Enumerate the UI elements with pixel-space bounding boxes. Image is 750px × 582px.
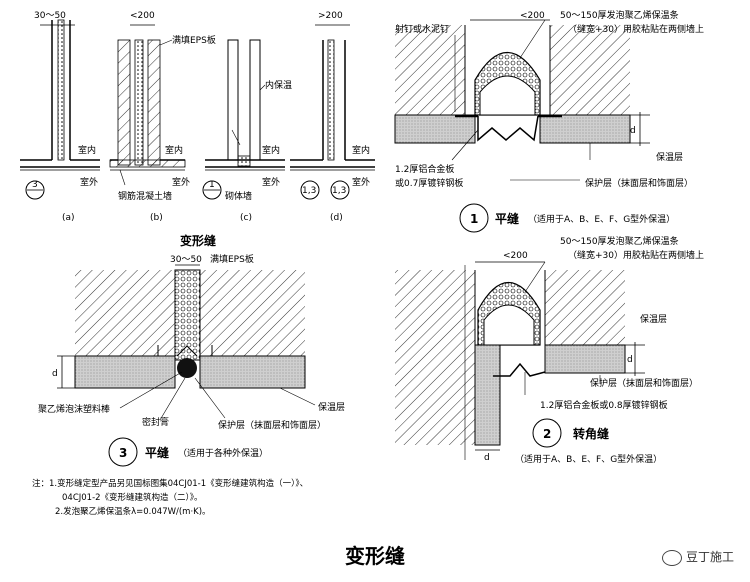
sub-a: (a) [62, 213, 75, 223]
detail-2-drawing [395, 261, 645, 460]
callout-a: 3 [32, 180, 38, 190]
detail-1-drawing [394, 19, 650, 233]
sketch-d [290, 39, 375, 200]
detail-2-d-bottom: d [484, 453, 490, 463]
detail-3-dim: 30～50 [170, 255, 202, 265]
detail-2-insul: 保温层 [640, 313, 667, 325]
detail-3-title: 平缝 [145, 445, 169, 460]
callout-d-2: 1,3 [332, 186, 346, 196]
label-outdoor-b: 室外 [172, 176, 190, 188]
label-rc-wall: 钢筋混凝土墙 [118, 190, 172, 202]
detail-2-title: 转角缝 [573, 426, 609, 441]
label-indoor-d: 室内 [352, 144, 370, 156]
wechat-icon [661, 549, 682, 566]
label-indoor-a: 室内 [78, 144, 96, 156]
dim-a: 30～50 [34, 11, 66, 21]
detail-1-num: 1 [470, 212, 478, 226]
page-caption: 变形缝 [345, 544, 405, 568]
detail-1-sheet1: 1.2厚铝合金板 [395, 163, 454, 175]
sketch-b [109, 39, 186, 171]
detail-2-strip: 50～150厚发泡聚乙烯保温条 [560, 235, 679, 247]
sub-b: (b) [150, 213, 163, 223]
sketch-c [202, 39, 285, 200]
label-outdoor-c: 室外 [262, 176, 280, 188]
top-left-title: 变形缝 [180, 233, 216, 248]
dim-d: >200 [318, 11, 343, 21]
sub-d: (d) [330, 213, 343, 223]
brand-label: 豆丁施工 [685, 550, 734, 564]
dim-b: <200 [130, 11, 155, 21]
detail-3-drawing [57, 264, 316, 467]
label-indoor-c: 室内 [262, 144, 280, 156]
detail-3-protect: 保护层（抹面层和饰面层） [218, 419, 326, 431]
label-outdoor-d: 室外 [352, 176, 370, 188]
callout-c: 1 [209, 180, 215, 190]
detail-3-note: （适用于各种外保温） [178, 447, 268, 459]
detail-3-sealant: 密封膏 [142, 416, 169, 428]
detail-2-sheet: 1.2厚铝合金板或0.8厚镀锌钢板 [540, 399, 668, 411]
detail-2-num: 2 [543, 427, 551, 441]
detail-2-dim: <200 [503, 251, 528, 261]
detail-1-nail: 射钉或水泥钉 [395, 23, 449, 35]
detail-2-strip2: （缝宽+30）用胶粘贴在两侧墙上 [568, 249, 704, 261]
note-line-2: 04CJ01-2《变形缝建筑构造（二）》。 [62, 492, 203, 503]
label-masonry-wall: 砌体墙 [225, 190, 252, 202]
detail-1-insul: 保温层 [656, 151, 683, 163]
detail-2-d: d [627, 355, 633, 365]
label-inner-insulation: 内保温 [265, 79, 292, 91]
label-indoor-b: 室内 [165, 144, 183, 156]
sub-c: (c) [240, 213, 252, 223]
detail-1-sheet2: 或0.7厚镀锌钢板 [395, 177, 463, 189]
detail-2-note: （适用于A、B、E、F、G型外保温） [515, 453, 662, 465]
note-line-1: 注：1.变形缝定型产品另见国标图集04CJ01-1《变形缝建筑构造（一）》、 [32, 478, 308, 489]
detail-3-fill-eps: 满填EPS板 [210, 253, 254, 265]
detail-1-title: 平缝 [495, 211, 519, 226]
detail-3-rod: 聚乙烯泡沫塑料棒 [38, 403, 110, 415]
detail-1-strip: 50～150厚发泡聚乙烯保温条 [560, 9, 679, 21]
label-fill-eps: 满填EPS板 [172, 34, 216, 46]
note-line-3: 2.发泡聚乙烯保温条λ=0.047W/(m·K)。 [55, 506, 211, 517]
detail-3-d: d [52, 369, 58, 379]
detail-1-d: d [630, 126, 636, 136]
detail-3-insul: 保温层 [318, 401, 345, 413]
detail-1-note: （适用于A、B、E、F、G型外保温） [528, 213, 675, 225]
top-left-sketches [20, 19, 375, 200]
detail-1-dim: <200 [520, 11, 545, 21]
detail-2-protect: 保护层（抹面层和饰面层） [590, 377, 698, 389]
sketch-a [20, 19, 100, 200]
detail-1-protect: 保护层（抹面层和饰面层） [585, 177, 693, 189]
label-outdoor-a: 室外 [80, 176, 98, 188]
detail-1-strip2: （缝宽+30）用胶粘贴在两侧墙上 [568, 23, 704, 35]
brand-watermark: 豆丁施工 [661, 548, 734, 566]
detail-3-num: 3 [119, 446, 127, 460]
callout-d-1: 1,3 [302, 186, 316, 196]
